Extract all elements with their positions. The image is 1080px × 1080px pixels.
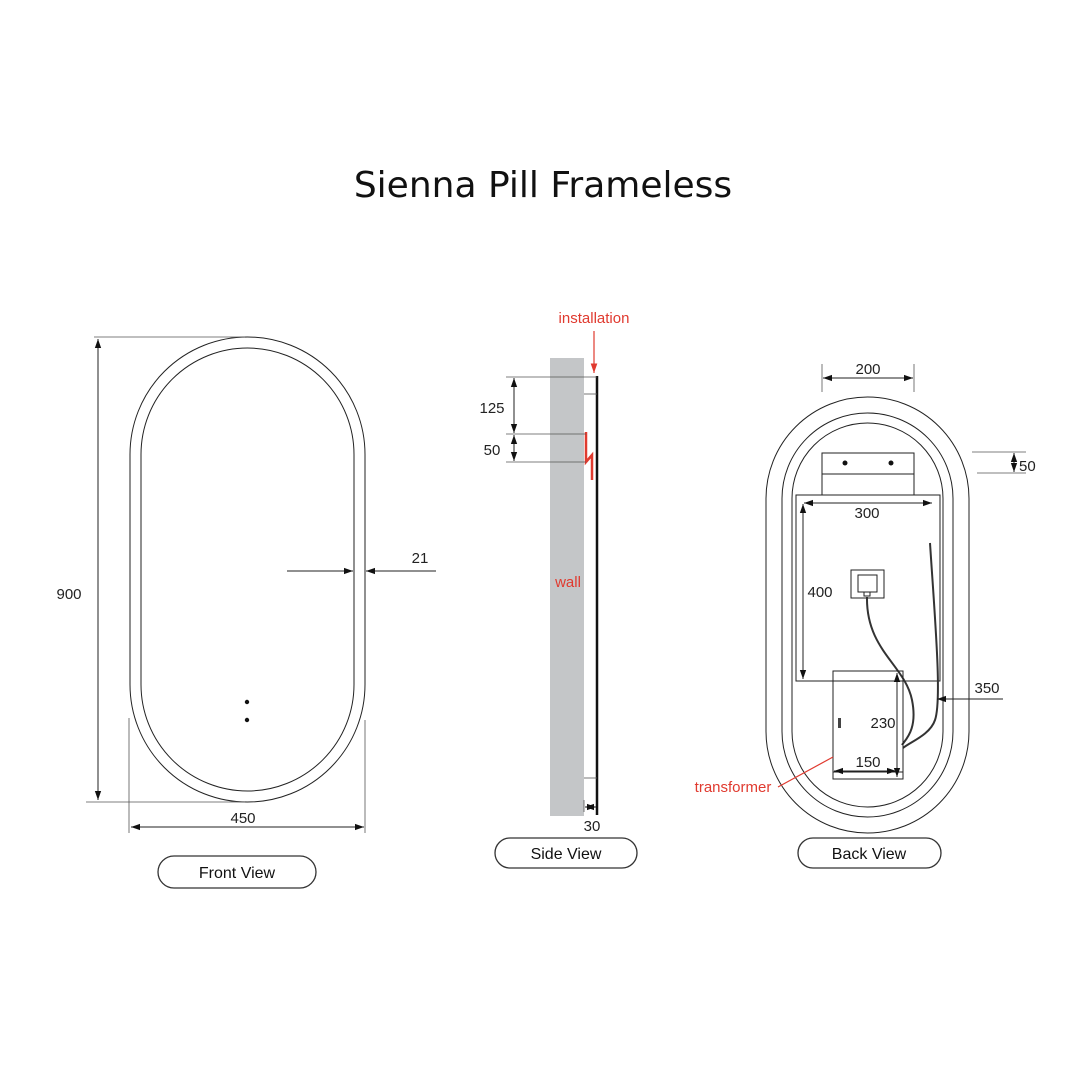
wall-hook <box>584 432 594 480</box>
cable <box>865 596 915 746</box>
back-inner-outline <box>791 422 944 808</box>
back-outer-outline <box>765 396 970 834</box>
depth-dimension: 30 <box>584 818 601 835</box>
border-dimension: 21 <box>412 550 429 567</box>
transformer-box <box>832 670 904 780</box>
width-dimension: 450 <box>230 810 255 827</box>
transformer-label: transformer <box>695 779 772 796</box>
mirror-led-border <box>140 347 355 792</box>
page-title: Sienna Pill Frameless <box>354 165 732 206</box>
side-view-label: Side View <box>531 846 602 863</box>
back-view: 200 50 300 400 230 150 350 transformer <box>695 361 1036 834</box>
installation-label: installation <box>559 310 630 327</box>
back-plate <box>795 494 941 682</box>
mirror-outer-outline <box>129 336 366 803</box>
side-view: installation wall 125 50 30 <box>479 310 629 835</box>
socket-box <box>850 569 885 599</box>
back-middle-outline <box>781 412 954 818</box>
front-view: 900 450 21 <box>56 336 436 833</box>
cable <box>902 542 939 749</box>
front-view-label: Front View <box>199 865 276 882</box>
touch-sensor-dot <box>244 717 250 723</box>
back-view-button[interactable]: Back View <box>797 837 942 869</box>
top-offset-dimension: 125 <box>479 400 504 417</box>
hook-dimension: 50 <box>484 442 501 459</box>
side-view-button[interactable]: Side View <box>494 837 638 869</box>
inset-dimension: 350 <box>974 680 999 697</box>
front-view-button[interactable]: Front View <box>157 855 317 889</box>
bracket-height-dimension: 50 <box>1019 458 1036 475</box>
wall-label: wall <box>554 574 581 591</box>
mounting-bracket <box>821 452 915 496</box>
bracket-width-dimension: 200 <box>855 361 880 378</box>
back-view-label: Back View <box>832 846 907 863</box>
transformer-width-dimension: 150 <box>855 754 880 771</box>
plate-height-dimension: 400 <box>807 584 832 601</box>
touch-sensor-dot <box>244 699 250 705</box>
transformer-height-dimension: 230 <box>870 715 895 732</box>
plate-width-dimension: 300 <box>854 505 879 522</box>
height-dimension: 900 <box>56 586 81 603</box>
